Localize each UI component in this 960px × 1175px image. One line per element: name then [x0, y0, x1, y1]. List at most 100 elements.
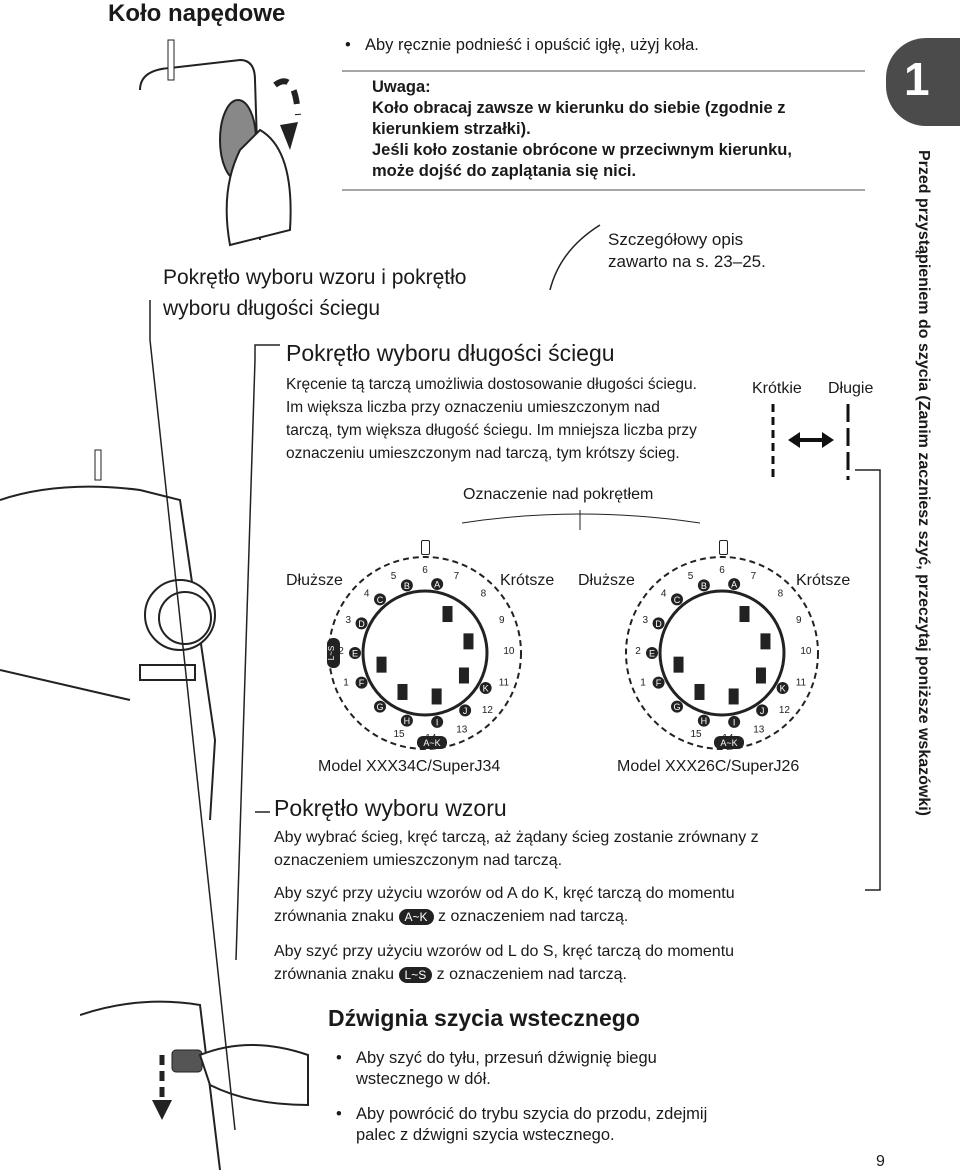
dial-letter-disc: [671, 593, 684, 606]
dial-number: 15: [690, 729, 702, 740]
text-fragment: z oznaczeniem nad tarczą.: [436, 966, 627, 983]
dial-number: 12: [482, 705, 494, 716]
description-line: Aby szyć przy użyciu wzorów od A do K, k…: [274, 885, 735, 902]
text-fragment: z oznaczeniem nad tarczą.: [438, 908, 629, 925]
description-line: zrównania znaku L~S z oznaczeniem nad ta…: [274, 963, 864, 986]
dial-number: 1: [343, 678, 349, 689]
stitch-length-icon: [771, 404, 850, 480]
dial-letter: F: [656, 678, 662, 688]
note-line: kierunkiem strzałki).: [372, 120, 531, 138]
bullet-dot-icon: •: [336, 1105, 342, 1123]
dials-callout-line: wyboru długości ściegu: [163, 297, 381, 320]
dial-stitch-glyph: [442, 606, 453, 623]
dial-number: 10: [800, 646, 812, 657]
dial-letter: K: [780, 684, 786, 694]
dial-stitch-glyph: [694, 683, 705, 700]
note-line: może dojść do zaplątania się nici.: [372, 162, 637, 180]
dial1-longer-label: Dłuższe: [286, 572, 343, 589]
bullet-line: palec z dźwigni szycia wstecznego.: [356, 1126, 615, 1144]
description-line: oznaczeniu umieszczonym nad tarczą, tym …: [286, 445, 680, 462]
dial-number: 13: [456, 724, 468, 735]
dial-letter: D: [358, 619, 365, 629]
chapter-number: 1: [904, 53, 930, 105]
dial1-model: Model XXX34C/SuperJ34: [318, 758, 501, 775]
dial-number: 2: [635, 646, 641, 657]
pattern-dial-heading: Pokrętło wyboru wzoru: [274, 795, 507, 821]
detail-reference: Szczegółowy opis zawarto na s. 23–25.: [608, 229, 766, 273]
text-fragment: zrównania znaku: [274, 966, 395, 983]
dial-letter: I: [436, 717, 439, 727]
dial-number: 4: [661, 589, 667, 600]
wheel-bullet-text: Aby ręcznie podnieść i opuścić igłę, uży…: [365, 36, 699, 54]
dials-callout-label: Pokrętło wyboru wzoru i pokrętło wyboru …: [163, 262, 466, 324]
dial-letter-disc: [756, 704, 769, 717]
dial1-marker-icon: [421, 540, 430, 555]
bullet-line: wstecznego w dół.: [356, 1070, 491, 1088]
dial-number: 5: [688, 571, 694, 582]
description-line: Im większa liczba przy oznaczeniu umiesz…: [286, 399, 660, 416]
bullet-line: Aby powrócić do trybu szycia do przodu, …: [356, 1105, 708, 1123]
dial-number: 2: [338, 646, 344, 657]
dial-letter: J: [463, 706, 468, 716]
dial-marker-label: Oznaczenie nad pokrętłem: [463, 486, 654, 503]
section-title: Koło napędowe: [108, 0, 286, 27]
dial-letter-disc: [776, 682, 789, 694]
text-fragment: zrównania znaku: [274, 908, 395, 925]
handwheel-illustration: [139, 39, 301, 247]
dial-letter: D: [655, 619, 662, 629]
dial-letter-disc: [459, 704, 472, 717]
dial-inner-ring: [361, 589, 489, 717]
long-label: Długie: [828, 380, 874, 397]
dial-letter: G: [376, 702, 383, 712]
wheel-bullet: • Aby ręcznie podnieść i opuścić igłę, u…: [345, 35, 865, 56]
dial-range-chip-text: L~S: [327, 646, 336, 660]
dial2-marker-icon: [719, 540, 728, 555]
dial-stitch-glyph: [376, 656, 387, 673]
dial-letter-disc: [355, 617, 368, 630]
length-dial-description: Kręcenie tą tarczą umożliwia dostosowani…: [286, 373, 756, 465]
description-line: Aby wybrać ścieg, kręć tarczą, aż żądany…: [274, 829, 759, 846]
dial-letter-disc: [697, 714, 710, 727]
dial-letter-disc: [671, 700, 684, 713]
pattern-dial-xxx26c[interactable]: 123456789101112131415ABCDEFGHIJKA~K: [622, 553, 822, 753]
dial-letter-disc: [400, 714, 413, 727]
bullet-dot-icon: •: [336, 1049, 342, 1067]
dial-number: 4: [364, 589, 370, 600]
pattern-dial-xxx34c[interactable]: 123456789101112131415ABCDEFGHIJKA~KL~S: [325, 553, 525, 753]
dial-number: 6: [422, 565, 428, 576]
range-a-k-badge: A~K: [398, 908, 434, 925]
dial-number: 1: [640, 678, 646, 689]
dial-letter-disc: [697, 579, 710, 592]
dial-number: 12: [779, 705, 791, 716]
reverse-bullet-1: • Aby szyć do tyłu, przesuń dźwignię bie…: [336, 1048, 776, 1090]
dial2-shorter-label: Krótsze: [796, 572, 851, 589]
dials-callout-line: Pokrętło wyboru wzoru i pokrętło: [163, 266, 467, 289]
dial-letter: B: [404, 581, 410, 591]
length-dial-heading: Pokrętło wyboru długości ściegu: [286, 340, 615, 366]
dial-stitch-glyph: [463, 633, 474, 650]
dial-letter: A: [434, 580, 440, 590]
reverse-lever-heading: Dźwignia szycia wstecznego: [328, 1005, 640, 1031]
dial-number: 11: [796, 678, 807, 689]
bullet-line: Aby szyć do tyłu, przesuń dźwignię biegu: [356, 1049, 657, 1067]
dial-stitch-glyph: [397, 683, 408, 700]
dial-letter-disc: [355, 676, 368, 689]
dial-stitch-glyph: [728, 688, 739, 705]
note-block: Uwaga: Koło obracaj zawsze w kierunku do…: [372, 77, 862, 182]
dial-range-chip: [714, 736, 744, 749]
dial-letter: C: [674, 595, 681, 605]
dial-letter-disc: [728, 715, 741, 728]
dial-letter-disc: [652, 617, 665, 630]
short-label: Krótkie: [752, 380, 802, 397]
dial-letter-disc: [431, 578, 444, 591]
page-number: 9: [876, 1153, 885, 1170]
dial-letter: J: [760, 706, 765, 716]
dial1-shorter-label: Krótsze: [500, 572, 555, 589]
chapter-tab: [886, 38, 960, 126]
dial-letter: K: [483, 684, 489, 694]
range-l-s-badge: L~S: [398, 966, 433, 983]
description-line: tarczą, tym większa długość ściegu. Im m…: [286, 422, 697, 439]
note-heading: Uwaga:: [372, 78, 431, 96]
dial-range-chip-text: A~K: [423, 738, 440, 748]
